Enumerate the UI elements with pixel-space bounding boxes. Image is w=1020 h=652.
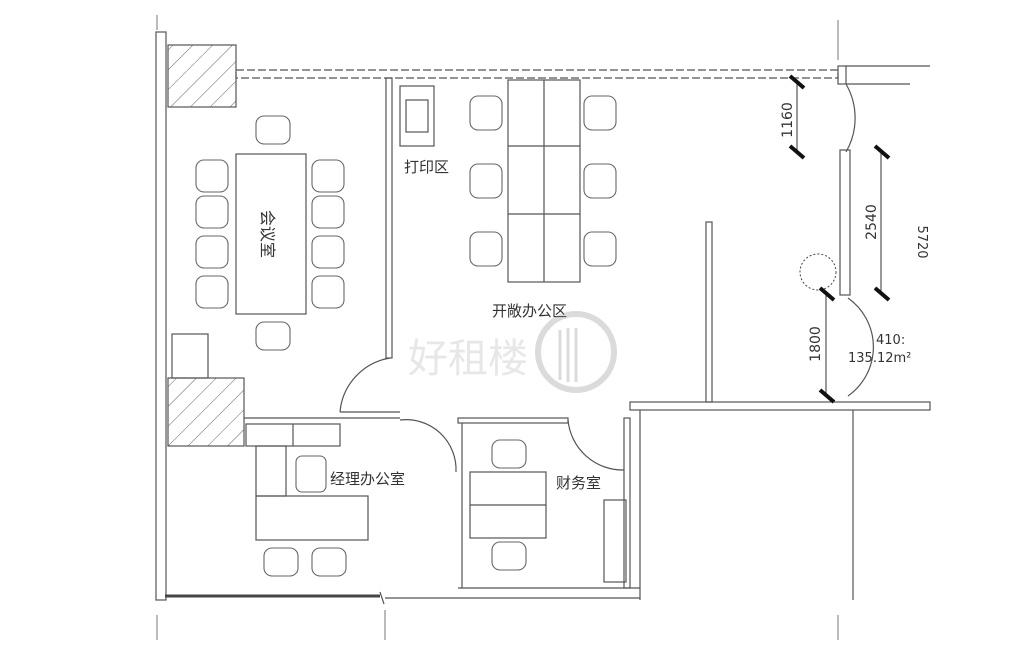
cabinet xyxy=(171,333,209,379)
room-label-manager: 经理办公室 xyxy=(330,470,405,488)
chair xyxy=(195,159,229,193)
chair xyxy=(195,235,229,269)
room-label-finance: 财务室 xyxy=(556,474,601,492)
dimension-label: 1800 xyxy=(808,326,824,362)
chair xyxy=(311,235,345,269)
dimension-lines xyxy=(788,74,891,404)
chair xyxy=(469,231,503,267)
manager-desk xyxy=(255,445,287,497)
chair xyxy=(583,163,617,199)
dimension-label: 1160 xyxy=(780,102,796,138)
dimension-label: 2540 xyxy=(864,204,880,240)
manager-desk xyxy=(255,495,369,541)
unit-number: 410: xyxy=(876,333,905,348)
chair xyxy=(469,163,503,199)
grid-lines xyxy=(156,15,839,640)
chair xyxy=(469,95,503,131)
chair xyxy=(195,195,229,229)
room-label-open-office: 开敞办公区 xyxy=(492,302,567,320)
workstations xyxy=(507,79,581,283)
unit-area: 135.12m² xyxy=(848,351,911,366)
chair xyxy=(583,95,617,131)
chair xyxy=(311,195,345,229)
printer xyxy=(399,85,435,147)
room-label-print: 打印区 xyxy=(404,158,449,176)
walls xyxy=(155,31,931,605)
cabinet xyxy=(603,499,627,583)
chair xyxy=(311,159,345,193)
column-hatch xyxy=(167,44,237,108)
column-hatch xyxy=(167,377,245,447)
meeting-room xyxy=(195,115,345,351)
watermark-logo: 好租楼 xyxy=(408,311,617,393)
chair xyxy=(583,231,617,267)
room-label-meeting: 会议室 xyxy=(258,210,277,258)
dimension-label: 5720 xyxy=(914,225,929,258)
svg-text:好租楼: 好租楼 xyxy=(408,336,528,382)
plant-icon xyxy=(799,253,837,291)
chair xyxy=(311,275,345,309)
chair xyxy=(195,275,229,309)
